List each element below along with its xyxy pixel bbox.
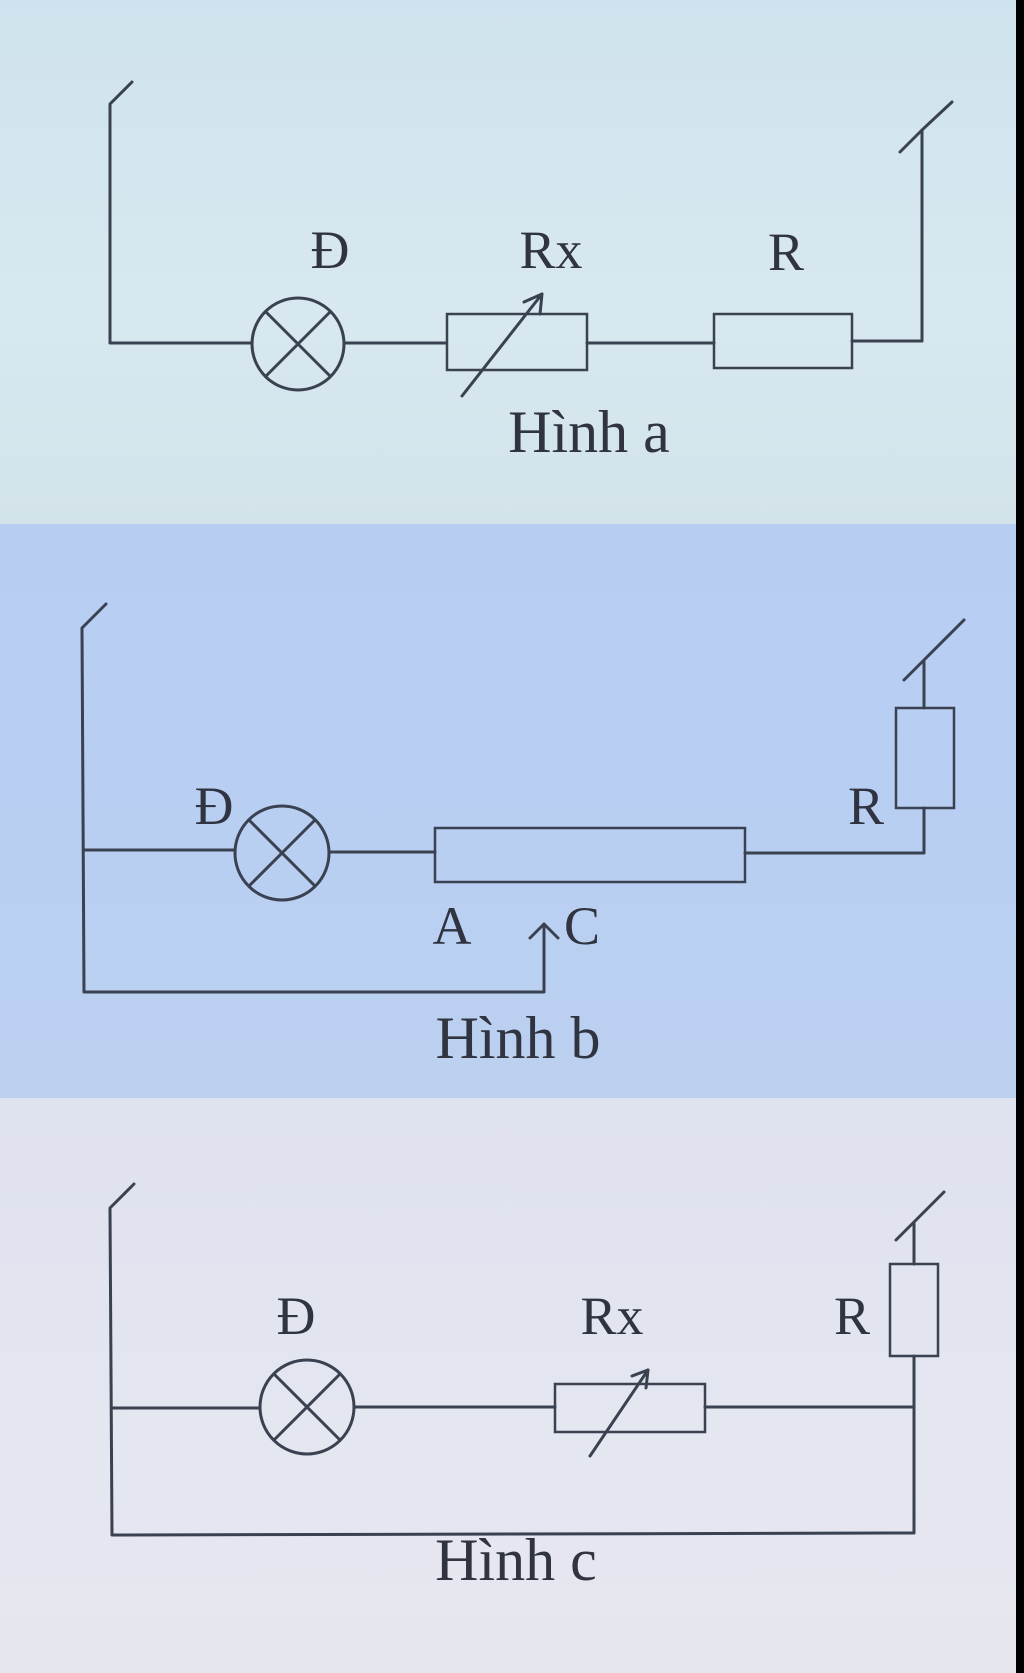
figure-b-wire — [743, 806, 926, 855]
figure-b-diagram: Đ R A C Hình b — [80, 602, 966, 1071]
figure-caption: Hình a — [508, 399, 670, 465]
lamp-icon — [258, 1358, 356, 1456]
rheostat-label: Rx — [519, 220, 582, 280]
figure-c-panel: Đ Rx R Hình c — [0, 1098, 1016, 1673]
figure-a-diagram: Đ Rx R Hình a — [108, 80, 954, 465]
resistor-icon — [712, 312, 854, 370]
figure-caption: Hình b — [436, 1005, 601, 1071]
figure-b-bypass-wire — [80, 602, 546, 994]
lamp-label: Đ — [195, 776, 234, 836]
resistor-label: R — [848, 776, 884, 836]
rheostat-icon — [553, 1368, 707, 1458]
figure-a-right-terminal-wire — [850, 100, 954, 343]
rheostat-label: Rx — [580, 1286, 643, 1346]
lamp-label: Đ — [277, 1286, 316, 1346]
slider-arrow-icon — [528, 922, 560, 940]
rheostat-icon — [433, 826, 747, 884]
lamp-icon — [233, 804, 331, 902]
figure-b-right-terminal-wire — [902, 618, 966, 710]
figure-c-bypass-wire — [108, 1182, 916, 1537]
figure-a-panel: Đ Rx R Hình a — [0, 0, 1016, 524]
figure-caption: Hình c — [435, 1527, 597, 1593]
lamp-label: Đ — [311, 220, 350, 280]
resistor-label: R — [768, 222, 804, 282]
rheostat-icon — [445, 292, 589, 398]
point-c-label: C — [564, 896, 600, 956]
lamp-icon — [250, 296, 346, 392]
figure-b-panel: Đ R A C Hình b — [0, 524, 1016, 1098]
figure-a-left-terminal-wire — [108, 80, 254, 345]
resistor-label: R — [834, 1286, 870, 1346]
figure-c-diagram: Đ Rx R Hình c — [108, 1182, 946, 1593]
point-a-label: A — [433, 896, 472, 956]
figure-c-right-terminal-wire — [894, 1190, 946, 1266]
resistor-icon — [888, 1262, 940, 1358]
resistor-icon — [894, 706, 956, 810]
